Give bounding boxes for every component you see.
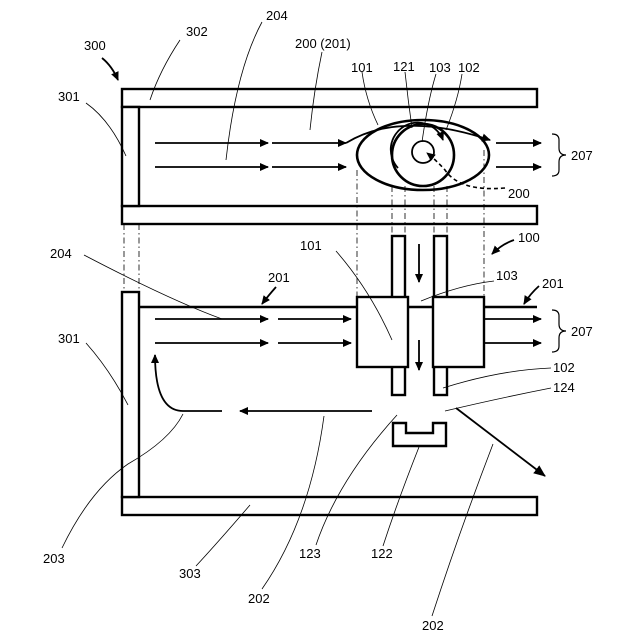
return-flow-dashed-200 bbox=[427, 153, 505, 189]
top-view bbox=[102, 58, 566, 224]
label-301-bottom: 301 bbox=[58, 331, 80, 346]
label-103-bottom: 103 bbox=[496, 268, 518, 283]
exit-flow-202 bbox=[456, 408, 545, 476]
label-101-top: 101 bbox=[351, 60, 373, 75]
return-flow-203 bbox=[155, 355, 222, 411]
label-301-top: 301 bbox=[58, 89, 80, 104]
rotor-hub-103 bbox=[412, 141, 434, 163]
label-207-top: 207 bbox=[571, 148, 593, 163]
cup-122 bbox=[393, 423, 446, 446]
top-lower-wall bbox=[122, 206, 537, 224]
label-204-top: 204 bbox=[266, 8, 288, 23]
label-201-left: 201 bbox=[268, 270, 290, 285]
pointer-201-right bbox=[524, 286, 539, 304]
label-200-return: 200 bbox=[508, 186, 530, 201]
label-201-right: 201 bbox=[542, 276, 564, 291]
label-207-bottom: 207 bbox=[571, 324, 593, 339]
label-204-bottom: 204 bbox=[50, 246, 72, 261]
label-202-right: 202 bbox=[422, 618, 444, 633]
pointer-300 bbox=[102, 58, 118, 80]
brace-207-bottom bbox=[552, 310, 566, 352]
label-123: 123 bbox=[299, 546, 321, 561]
side-flow-arrows bbox=[155, 319, 351, 343]
label-100: 100 bbox=[518, 230, 540, 245]
label-102-bottom: 102 bbox=[553, 360, 575, 375]
brace-207-top bbox=[552, 134, 566, 176]
wing-block-101-left bbox=[357, 297, 408, 367]
label-300: 300 bbox=[84, 38, 106, 53]
label-202-left: 202 bbox=[248, 591, 270, 606]
label-124: 124 bbox=[553, 380, 575, 395]
label-302: 302 bbox=[186, 24, 208, 39]
pointer-100 bbox=[492, 240, 514, 254]
label-102-top: 102 bbox=[458, 60, 480, 75]
top-end-wall-301 bbox=[122, 107, 139, 206]
label-303: 303 bbox=[179, 566, 201, 581]
label-121: 121 bbox=[393, 59, 415, 74]
label-200-201: 200 (201) bbox=[295, 36, 351, 51]
pointer-201-left bbox=[262, 287, 276, 304]
label-101-bottom: 101 bbox=[300, 238, 322, 253]
top-flow-arrows bbox=[155, 143, 541, 167]
label-122: 122 bbox=[371, 546, 393, 561]
label-103-top: 103 bbox=[429, 60, 451, 75]
label-203: 203 bbox=[43, 551, 65, 566]
top-upper-wall-302 bbox=[122, 89, 537, 107]
wing-block-101-right bbox=[433, 297, 484, 367]
